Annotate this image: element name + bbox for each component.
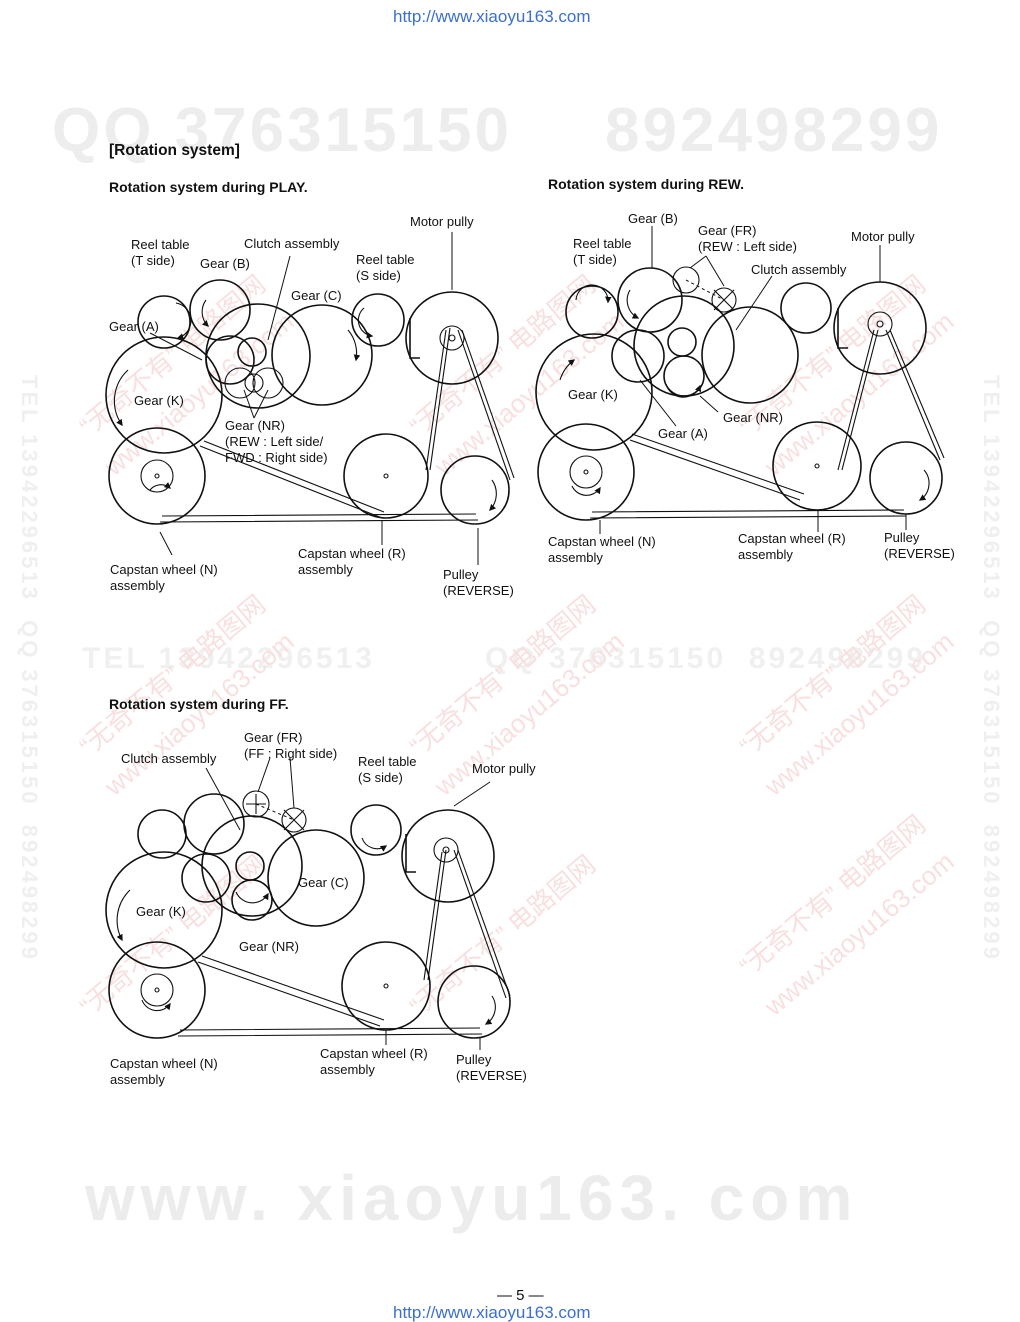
ff-label-reel-table-s: Reel table (S side)	[358, 754, 417, 785]
ff-small-gear	[137, 809, 187, 859]
play-belts	[159, 327, 515, 523]
play-label-gear-k: Gear (K)	[134, 393, 184, 408]
watermark-number: 892498299	[605, 96, 943, 165]
ff-label-gear-c: Gear (C)	[298, 875, 349, 890]
play-gear-c	[271, 304, 373, 406]
rew-gear-fr	[672, 266, 700, 294]
watermark-tel: TEL 13942296513	[82, 642, 375, 675]
play-pulley-reverse	[440, 455, 510, 525]
ff-reel-table-s	[350, 804, 402, 856]
watermark-qq: QQ 376315150	[52, 96, 513, 165]
rew-label-reel-table-t: Reel table (T side)	[573, 236, 632, 267]
ff-gear-fr	[242, 790, 270, 818]
ff-label-gear-fr: Gear (FR) (FF : Right side)	[244, 730, 338, 761]
play-title: Rotation system during PLAY.	[109, 179, 308, 195]
play-capstan-r	[343, 433, 429, 519]
footer-url[interactable]: http://www.xiaoyu163.com	[393, 1303, 591, 1322]
play-label-gear-nr: Gear (NR) (REW : Left side/ FWD : Right …	[225, 418, 328, 465]
rew-label-pulley: Pulley (REVERSE)	[884, 530, 955, 561]
ff-label-gear-k: Gear (K)	[136, 904, 186, 919]
page-number: — 5 —	[497, 1287, 544, 1304]
ff-label-capstan-r: Capstan wheel (R) assembly	[320, 1046, 428, 1077]
rew-gear-b	[617, 267, 683, 333]
play-label-gear-c: Gear (C)	[291, 288, 342, 303]
ff-clutch-top	[183, 793, 245, 855]
ff-clutch-assembly	[201, 815, 303, 917]
section-title: [Rotation system]	[109, 142, 240, 159]
play-reel-table-t	[137, 295, 191, 349]
play-label-motor: Motor pully	[410, 214, 474, 229]
play-gear-a	[205, 335, 255, 385]
rew-label-gear-k: Gear (K)	[568, 387, 618, 402]
ff-label-gear-nr: Gear (NR)	[239, 939, 299, 954]
rew-gear-nr	[663, 355, 705, 397]
rew-reel-table-t	[565, 285, 619, 339]
rew-label-gear-fr: Gear (FR) (REW : Left side)	[698, 223, 797, 254]
ff-gear-nr	[231, 879, 273, 921]
play-gear-k	[105, 336, 223, 454]
ff-label-clutch: Clutch assembly	[121, 751, 217, 766]
ff-belts	[177, 849, 511, 1037]
rew-belts	[589, 329, 945, 519]
play-reel-table-s	[351, 293, 405, 347]
watermark-qq-line: QQ 376315150 892498299	[485, 642, 926, 675]
play-label-capstan-r: Capstan wheel (R) assembly	[298, 546, 406, 577]
play-label-capstan-n: Capstan wheel (N) assembly	[110, 562, 218, 593]
play-gear-b	[189, 279, 251, 341]
play-motor-pully	[405, 291, 499, 385]
ff-label-capstan-n: Capstan wheel (N) assembly	[110, 1056, 218, 1087]
ff-gear-c	[267, 829, 365, 927]
ff-title: Rotation system during FF.	[109, 696, 289, 712]
watermark-bottom: www. xiaoyu163. com	[85, 1162, 859, 1234]
ff-label-pulley: Pulley (REVERSE)	[456, 1052, 527, 1083]
rew-label-gear-nr: Gear (NR)	[723, 410, 783, 425]
play-label-clutch: Clutch assembly	[244, 236, 340, 251]
ff-capstan-n	[108, 941, 206, 1039]
ff-capstan-r	[341, 941, 431, 1031]
rew-label-clutch: Clutch assembly	[751, 262, 847, 277]
rew-label-capstan-n: Capstan wheel (N) assembly	[548, 534, 656, 565]
rew-gear-a	[611, 329, 665, 383]
play-label-gear-b: Gear (B)	[200, 256, 250, 271]
rew-capstan-r	[772, 421, 862, 511]
play-leader	[149, 332, 203, 361]
rew-title: Rotation system during REW.	[548, 176, 745, 192]
play-label-reel-table-s: Reel table (S side)	[356, 252, 415, 283]
rew-label-gear-b: Gear (B)	[628, 211, 678, 226]
ff-pulley-reverse	[437, 965, 511, 1039]
play-label-gear-a: Gear (A)	[109, 319, 159, 334]
rew-gear-k	[535, 333, 653, 451]
ff-label-motor: Motor pully	[472, 761, 536, 776]
rew-capstan-n	[537, 423, 635, 521]
rew-clutch-assembly	[701, 306, 799, 404]
rew-label-capstan-r: Capstan wheel (R) assembly	[738, 531, 846, 562]
ff-motor-pully	[401, 809, 495, 903]
ff-gear-k	[105, 851, 223, 969]
play-label-reel-table-t: Reel table (T side)	[131, 237, 190, 268]
play-gear-nr	[224, 367, 256, 399]
rew-label-motor: Motor pully	[851, 229, 915, 244]
rew-label-gear-a: Gear (A)	[658, 426, 708, 441]
play-capstan-n	[108, 427, 206, 525]
play-label-pulley: Pulley (REVERSE)	[443, 567, 514, 598]
header-url[interactable]: http://www.xiaoyu163.com	[393, 7, 591, 26]
